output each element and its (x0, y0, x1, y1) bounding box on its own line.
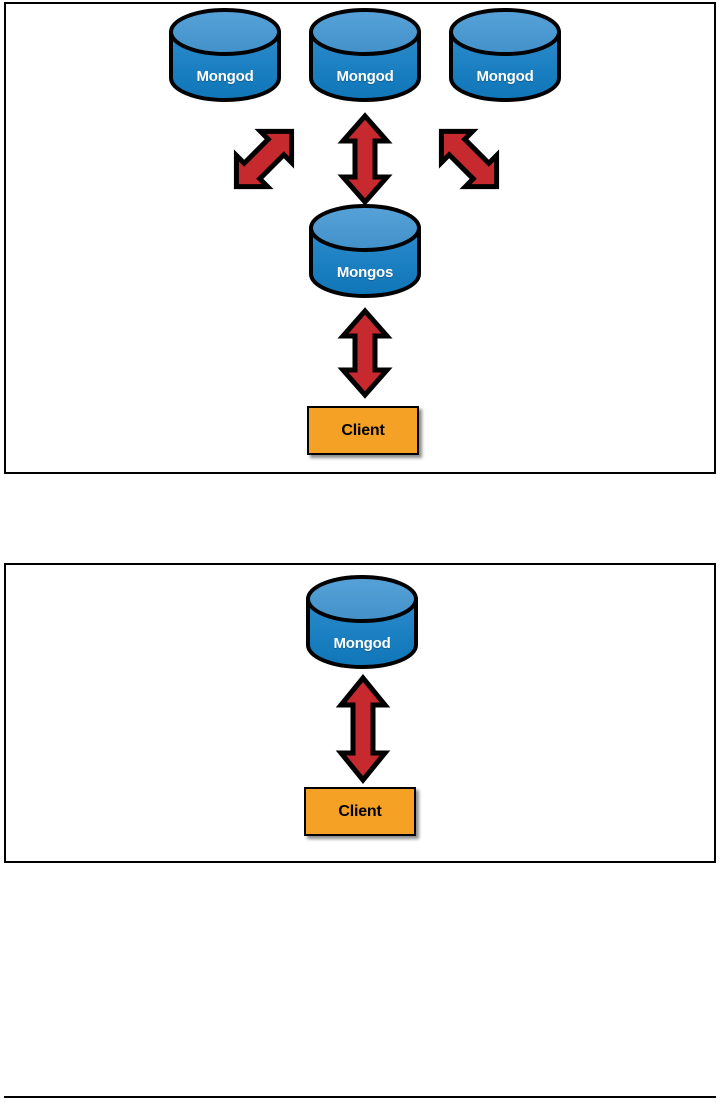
footer-divider (4, 1096, 716, 1098)
sharded-cluster-figure: Mongod (4, 2, 716, 474)
standalone-server-canvas: Mongod Client (6, 565, 714, 861)
connector-mongos-to-mongod-3 (414, 114, 524, 204)
sharded-cluster-canvas: Mongod (6, 4, 714, 472)
node-mongod-shard-1: Mongod (167, 6, 283, 104)
node-label: Client (341, 421, 385, 439)
node-mongod-standalone: Mongod (304, 573, 420, 671)
connector-mongos-to-mongod-2 (337, 112, 393, 206)
connector-mongos-to-mongod-1 (209, 114, 319, 204)
node-mongos-router: Mongos (307, 202, 423, 300)
node-client: Client (307, 406, 419, 455)
node-client-standalone: Client (304, 787, 416, 836)
node-mongod-shard-3: Mongod (447, 6, 563, 104)
connector-client-to-mongod (335, 674, 391, 784)
connector-client-to-mongos (337, 307, 393, 399)
standalone-server-figure: Mongod Client (4, 563, 716, 863)
node-mongod-shard-2: Mongod (307, 6, 423, 104)
node-label: Client (338, 802, 382, 820)
